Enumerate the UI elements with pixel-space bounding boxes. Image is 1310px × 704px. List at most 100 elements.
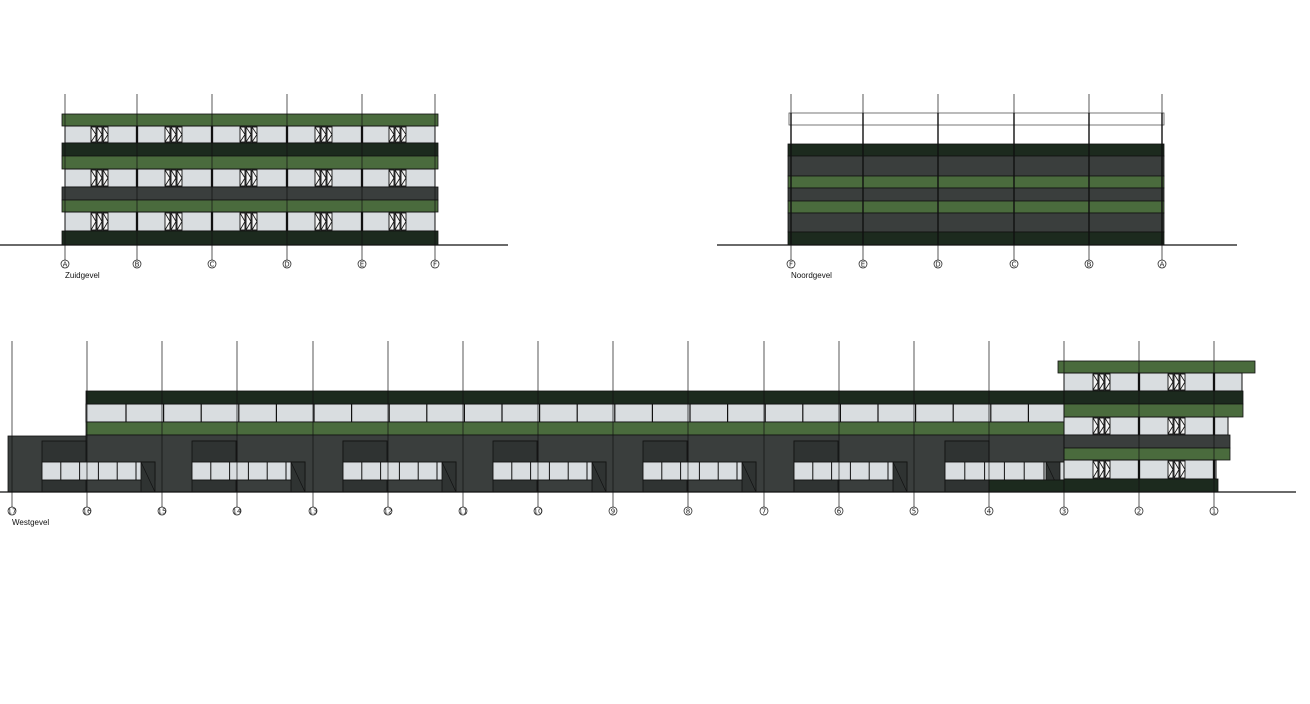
west-vent-stroke: [1092, 381, 1099, 391]
zuid-vent-stroke: [326, 212, 333, 222]
zuid-vent-frame: [102, 212, 109, 231]
noord-band-green2: [787, 200, 1165, 214]
west-vent-frame: [1179, 373, 1186, 391]
zuid-vent-frame: [245, 126, 252, 143]
west-vent-stroke: [1179, 425, 1186, 435]
zuid-vent-stroke: [170, 126, 177, 135]
zuid-grid-bubble: [357, 259, 367, 269]
zuid-vent-stroke: [102, 169, 109, 179]
zuid-vent-stroke: [90, 126, 97, 135]
zuid-vent-frame: [394, 212, 401, 231]
zuid-vent-stroke: [400, 221, 407, 231]
zuid-vent-frame: [90, 126, 97, 143]
west-vent-stroke: [1179, 469, 1186, 479]
west-grid-label: 6: [837, 507, 842, 515]
zuid-vent-frame: [400, 212, 407, 231]
west-grid-bubble: [608, 506, 618, 516]
zuid-spandrel-dark: [61, 142, 439, 157]
west-door-swing: [591, 461, 607, 493]
zuid-vent-stroke: [251, 212, 258, 222]
west-grid-bubble: [759, 506, 769, 516]
zuid-vent-stroke: [394, 169, 401, 179]
west-grid-label: 9: [611, 507, 615, 515]
west-grid-label: 4: [987, 507, 992, 515]
zuid-vent-frame: [314, 212, 321, 231]
zuid-vent-frame: [251, 169, 258, 187]
west-vent-stroke: [1104, 460, 1111, 470]
noord-band-charcoal3: [787, 212, 1165, 233]
zuid-vent-stroke: [90, 177, 97, 187]
west-vent-stroke: [1104, 381, 1111, 391]
zuid-vent-stroke: [164, 221, 171, 231]
zuid-vent-frame: [96, 169, 103, 187]
west-vent-frame: [1167, 460, 1174, 479]
zuid-vent-frame: [102, 169, 109, 187]
zuid-vent-frame: [251, 126, 258, 143]
zuid-vent-stroke: [170, 212, 177, 222]
noord-parapet-outline: [788, 112, 1165, 126]
zuid-vent-stroke: [320, 134, 327, 143]
zuid-vent-stroke: [96, 221, 103, 231]
west-office-spandrel: [1063, 390, 1244, 405]
west-hall-roof: [85, 390, 1065, 405]
zuid-vent-frame: [164, 212, 171, 231]
zuid-vent-frame: [394, 126, 401, 143]
noord-grid-label: A: [1160, 260, 1165, 268]
zuid-vent-stroke: [170, 169, 177, 179]
zuid-vent-stroke: [394, 177, 401, 187]
zuid-vent-stroke: [96, 134, 103, 143]
noord-band-charcoal: [787, 155, 1165, 177]
west-grid-bubble: [1209, 506, 1219, 516]
west-grid-label: 3: [1062, 507, 1066, 515]
zuidgevel-label: Zuidgevel: [65, 271, 100, 280]
west-vent-stroke: [1104, 417, 1111, 427]
zuid-vent-stroke: [245, 126, 252, 135]
west-grid-bubble: [82, 506, 92, 516]
west-door-swing: [441, 461, 457, 493]
zuid-vent-stroke: [102, 177, 109, 187]
noord-grid-label: D: [935, 260, 940, 268]
west-vent-frame: [1098, 417, 1105, 435]
zuid-vent-stroke: [388, 134, 395, 143]
zuid-vent-frame: [400, 126, 407, 143]
west-grid-label: 13: [309, 507, 318, 515]
zuid-vent-stroke: [164, 169, 171, 179]
west-vent-stroke: [1167, 381, 1174, 391]
west-grid-label: 10: [534, 507, 543, 515]
west-vent-frame: [1092, 417, 1099, 435]
zuid-vent-frame: [164, 169, 171, 187]
zuid-vent-stroke: [326, 169, 333, 179]
noord-grid-label: B: [1087, 260, 1092, 268]
west-grid-label: 17: [8, 507, 17, 515]
west-plinth-end: [988, 479, 1065, 493]
west-grid-label: 12: [384, 507, 393, 515]
zuid-grid-bubble: [132, 259, 142, 269]
zuid-vent-frame: [320, 169, 327, 187]
west-hall-clerestory: [85, 403, 1065, 423]
west-vent-stroke: [1179, 460, 1186, 470]
zuid-vent-stroke: [251, 169, 258, 179]
west-grid-label: 7: [762, 507, 766, 515]
west-vent-stroke: [1098, 417, 1105, 427]
zuid-vent-frame: [96, 212, 103, 231]
zuid-vent-frame: [394, 169, 401, 187]
zuid-vent-frame: [239, 212, 246, 231]
zuid-vent-stroke: [400, 126, 407, 135]
west-vent-stroke: [1173, 417, 1180, 427]
zuid-vent-stroke: [170, 177, 177, 187]
noord-plinth: [787, 231, 1165, 246]
zuid-vent-stroke: [239, 126, 246, 135]
west-grid-bubble: [683, 506, 693, 516]
zuid-vent-stroke: [245, 169, 252, 179]
zuid-vent-frame: [251, 212, 258, 231]
west-office-spandrel-green: [1063, 403, 1244, 418]
noord-grid-bubble: [933, 259, 943, 269]
west-vent-stroke: [1167, 460, 1174, 470]
west-vent-stroke: [1173, 381, 1180, 391]
zuid-vent-stroke: [176, 134, 183, 143]
noordgevel-label: Noordgevel: [791, 271, 832, 280]
west-vent-stroke: [1104, 425, 1111, 435]
west-vent-stroke: [1167, 417, 1174, 427]
west-vent-frame: [1167, 417, 1174, 435]
west-vent-frame: [1179, 460, 1186, 479]
